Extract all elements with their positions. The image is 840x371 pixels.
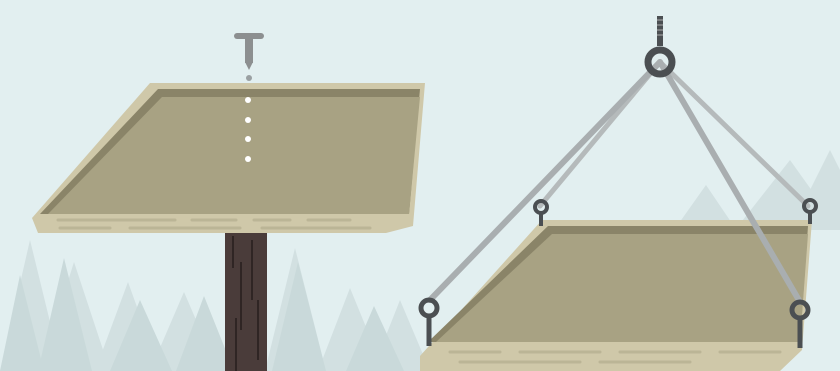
wooden-post <box>225 222 267 371</box>
